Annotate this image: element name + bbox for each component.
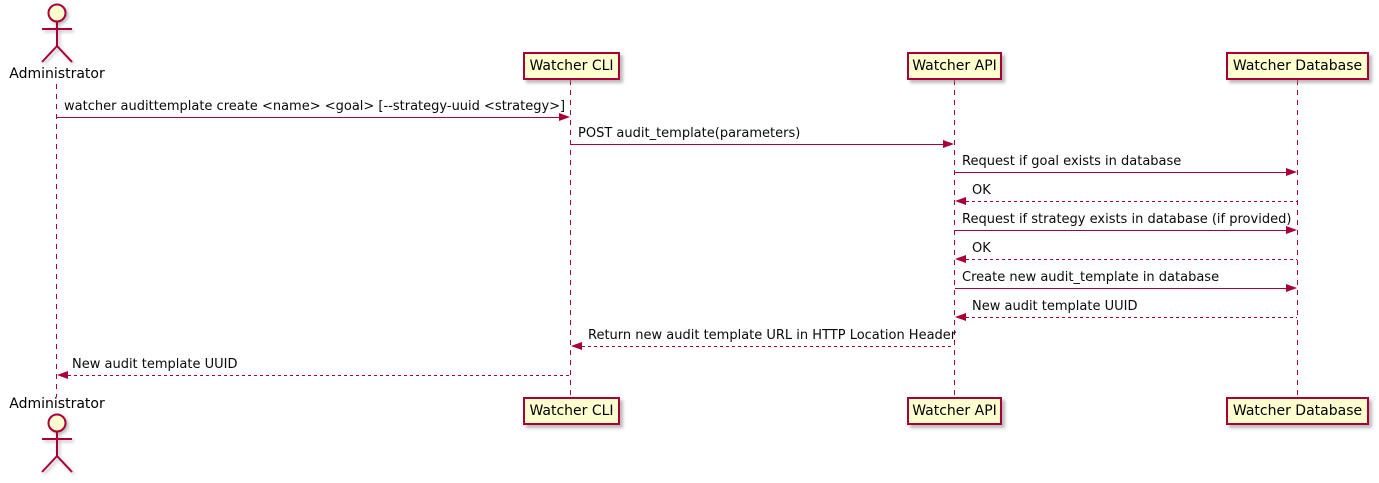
message-text: New audit template UUID [72, 357, 238, 372]
message-text: Request if goal exists in database [962, 154, 1182, 169]
lifeline-administrator [56, 84, 57, 397]
message-text: Create new audit_template in database [962, 270, 1220, 285]
message-text: Return new audit template URL in HTTP Lo… [588, 328, 957, 343]
arrowhead-left-icon [955, 197, 966, 205]
actor-icon [41, 3, 73, 63]
message-line [966, 201, 1297, 203]
message-line [966, 259, 1297, 261]
participant-watcher-database-top: Watcher Database [1226, 52, 1369, 80]
message-line [955, 230, 1288, 232]
arrowhead-left-icon [571, 342, 582, 350]
message-text: New audit template UUID [972, 299, 1138, 314]
message-line [955, 172, 1288, 174]
actor-label-top: Administrator [9, 66, 105, 82]
actor-icon [41, 413, 73, 473]
message-line [582, 346, 954, 348]
message-line [966, 317, 1297, 319]
lifeline-watcher-cli [570, 80, 571, 397]
message-line [955, 288, 1288, 290]
participant-watcher-cli-bottom: Watcher CLI [523, 397, 620, 425]
message-text: Request if strategy exists in database (… [962, 212, 1292, 227]
message-text: POST audit_template(parameters) [578, 126, 801, 141]
participant-watcher-database-bottom: Watcher Database [1226, 397, 1369, 425]
message-line [571, 144, 945, 146]
message-line [68, 375, 570, 377]
arrowhead-left-icon [955, 313, 966, 321]
actor-label-bottom: Administrator [9, 396, 105, 412]
participant-watcher-api-top: Watcher API [907, 52, 1002, 80]
lifeline-watcher-api [954, 80, 955, 397]
arrowhead-right-icon [1286, 226, 1297, 234]
arrowhead-right-icon [1286, 284, 1297, 292]
arrowhead-right-icon [943, 140, 954, 148]
message-text: OK [972, 183, 991, 198]
message-text: watcher audittemplate create <name> <goa… [64, 99, 566, 114]
arrowhead-right-icon [1286, 168, 1297, 176]
message-line [57, 117, 561, 119]
arrowhead-left-icon [57, 371, 68, 379]
participant-watcher-api-bottom: Watcher API [907, 397, 1002, 425]
arrowhead-right-icon [559, 113, 570, 121]
lifeline-watcher-database [1297, 80, 1298, 397]
message-text: OK [972, 241, 991, 256]
arrowhead-left-icon [955, 255, 966, 263]
participant-watcher-cli-top: Watcher CLI [523, 52, 620, 80]
